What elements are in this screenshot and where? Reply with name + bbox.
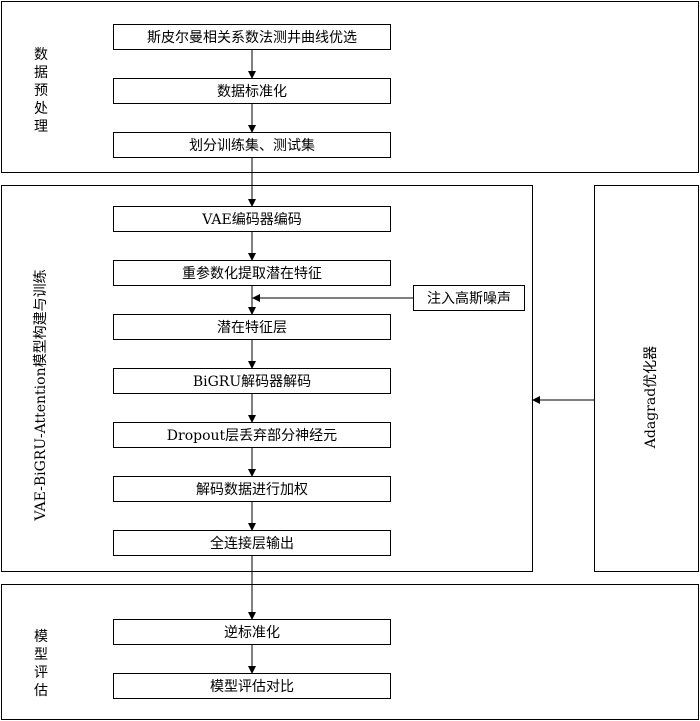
preprocessing-label-char: 数 <box>34 47 48 63</box>
preprocessing-label-char: 处 <box>34 101 48 117</box>
step-inverse-normalization: 逆标准化 <box>113 619 391 645</box>
step-reparameterization: 重参数化提取潜在特征 <box>113 260 391 286</box>
preprocessing-label-char: 理 <box>34 119 48 135</box>
step-normalization: 数据标准化 <box>113 78 391 104</box>
gaussian-noise-box: 注入高斯噪声 <box>413 285 525 311</box>
step-dropout: Dropout层丢弃部分神经元 <box>113 422 391 448</box>
step-model-comparison: 模型评估对比 <box>113 673 391 699</box>
step-spearman-selection: 斯皮尔曼相关系数法测井曲线优选 <box>113 24 391 50</box>
preprocessing-label: 数 据 预 处 理 <box>34 46 48 136</box>
optimizer-panel <box>594 185 699 572</box>
evaluation-label-char: 评 <box>34 665 48 681</box>
evaluation-label-char: 模 <box>34 629 48 645</box>
evaluation-label-char: 型 <box>34 647 48 663</box>
evaluation-label: 模 型 评 估 <box>34 628 48 700</box>
step-bigru-decoder: BiGRU解码器解码 <box>113 368 391 394</box>
preprocessing-label-char: 预 <box>34 83 48 99</box>
preprocessing-label-char: 据 <box>34 65 48 81</box>
evaluation-label-char: 估 <box>34 683 48 699</box>
step-dense-output: 全连接层输出 <box>113 530 391 556</box>
